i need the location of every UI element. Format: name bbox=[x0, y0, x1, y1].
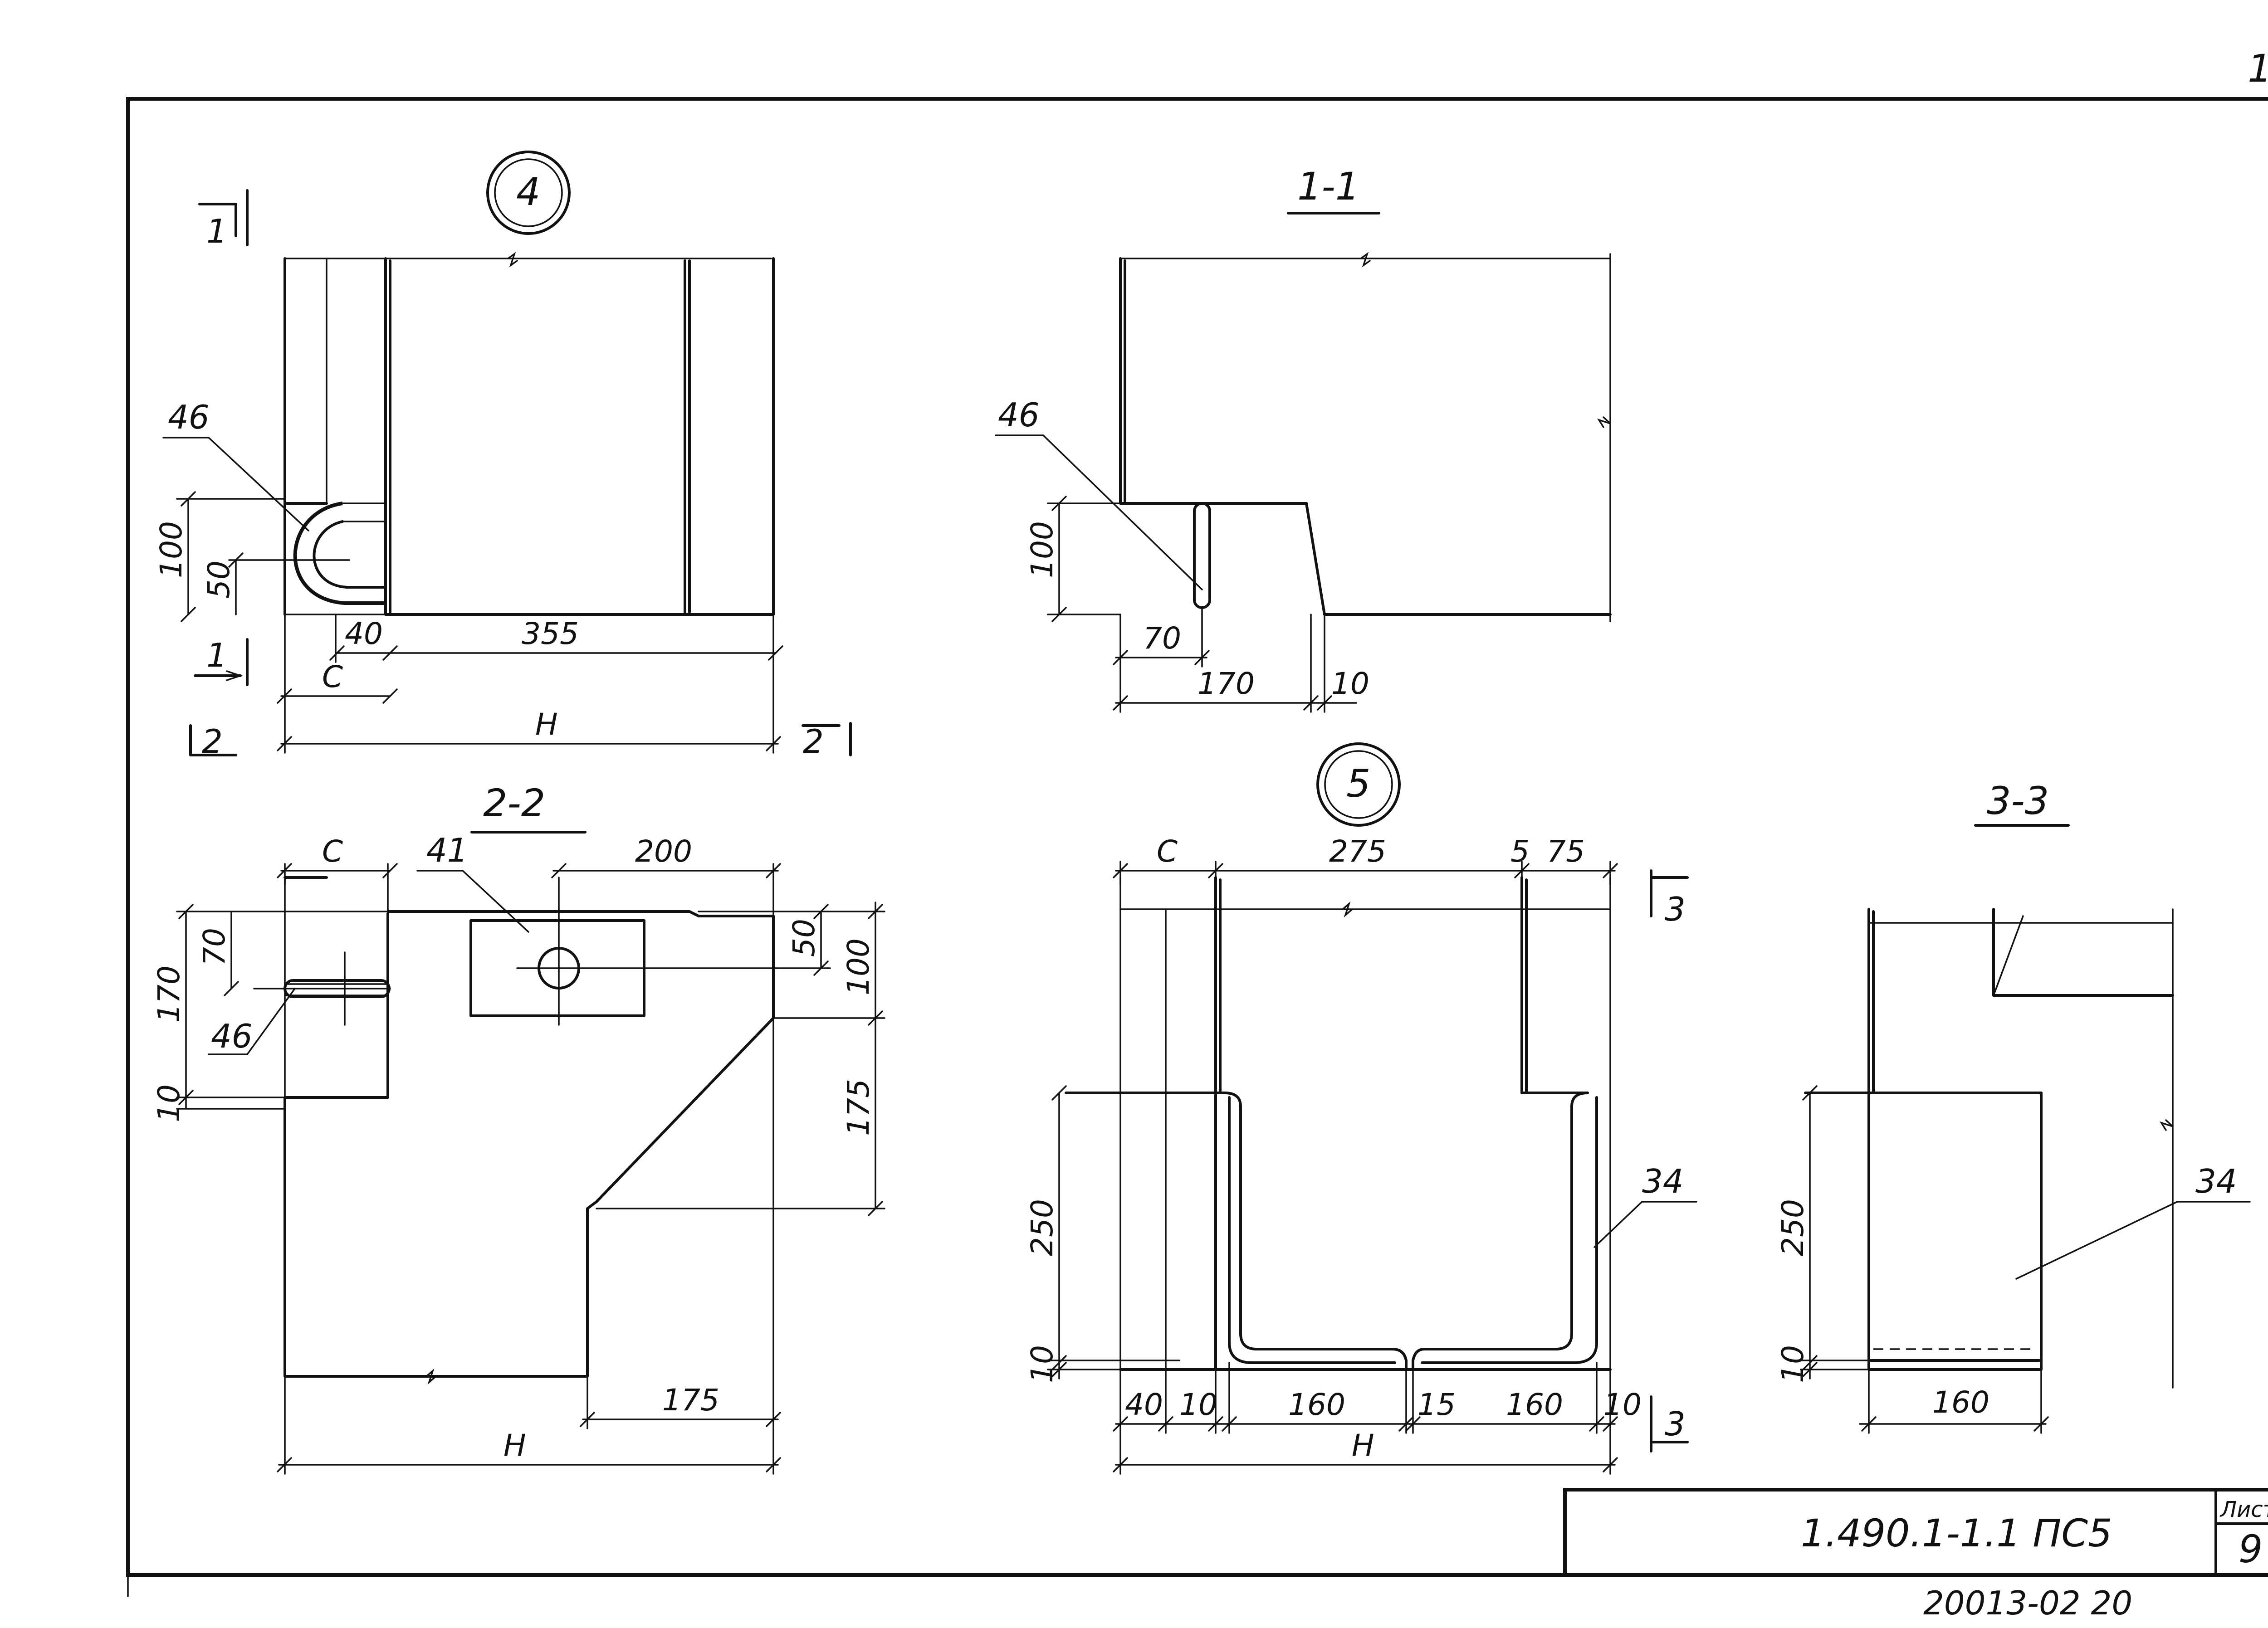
cut-mark-top: 1 bbox=[206, 212, 227, 250]
section-mark-3-top: 3 bbox=[1665, 890, 1686, 928]
node-5-dim-160-left: 160 bbox=[1288, 1387, 1345, 1422]
section-3-3-dim-10: 10 bbox=[1775, 1345, 1810, 1383]
section-1-1: 1-1 46 100 70 170 bbox=[995, 164, 1612, 713]
section-2-2-part-46: 46 bbox=[211, 1017, 253, 1055]
section-2-2-dim-70: 70 bbox=[197, 928, 232, 966]
section-1-1-dim-170: 170 bbox=[1198, 666, 1255, 701]
node-4-dim-40: 40 bbox=[345, 616, 383, 651]
drawing-frame bbox=[126, 97, 2268, 1597]
sheet-number: 9 bbox=[2239, 1527, 2263, 1571]
section-mark-2-left: 2 bbox=[202, 722, 223, 760]
node-5-dim-10-vertical: 10 bbox=[1025, 1345, 1060, 1383]
section-2-2-dim-175-vertical: 175 bbox=[841, 1079, 876, 1136]
title-block: 1.490.1-1.1 ПС5 Лист 9 bbox=[1563, 1488, 2268, 1577]
node-5-dim-275: 275 bbox=[1329, 834, 1386, 869]
section-2-2-dim-170: 170 bbox=[152, 965, 186, 1023]
node-5-dim-h: Н bbox=[1352, 1428, 1374, 1463]
node-5-dim-c: С bbox=[1157, 834, 1178, 869]
node-4-dim-355: 355 bbox=[522, 616, 579, 651]
node-5-part-34: 34 bbox=[1642, 1162, 1684, 1200]
node-5-dim-250: 250 bbox=[1025, 1199, 1060, 1256]
archive-number: 20013-02 20 bbox=[1923, 1584, 2132, 1622]
section-3-3-dim-250: 250 bbox=[1775, 1199, 1810, 1256]
section-2-2-dim-100: 100 bbox=[841, 938, 876, 995]
section-mark-1: 1 bbox=[206, 636, 227, 674]
document-code: 1.490.1-1.1 ПС5 bbox=[1801, 1511, 2112, 1555]
section-2-2-dim-175-horizontal: 175 bbox=[662, 1383, 719, 1418]
node-5-dim-10-right: 10 bbox=[1603, 1387, 1642, 1422]
node-4-dim-c: С bbox=[322, 659, 343, 694]
node-5-dim-160-right: 160 bbox=[1506, 1387, 1563, 1422]
section-1-1-title: 1-1 bbox=[1297, 164, 1359, 209]
node-5-view: 5 34 3 3 С bbox=[1025, 742, 1697, 1475]
section-3-3-dim-160: 160 bbox=[1932, 1385, 1989, 1420]
node-4-part-46: 46 bbox=[168, 398, 210, 436]
corner-sheet-number: 19 bbox=[2248, 46, 2268, 91]
section-2-2-title: 2-2 bbox=[483, 781, 545, 825]
node-4-view: 4 1 46 100 50 bbox=[154, 151, 852, 760]
node-4-marker: 4 bbox=[516, 170, 540, 214]
section-2-2-dim-50: 50 bbox=[787, 919, 821, 957]
node-5-dim-75: 75 bbox=[1547, 834, 1585, 869]
node-5-dim-40: 40 bbox=[1125, 1387, 1163, 1422]
node-5-dim-15: 15 bbox=[1418, 1387, 1456, 1422]
section-1-1-dim-10: 10 bbox=[1331, 666, 1369, 701]
section-3-3-title: 3-3 bbox=[1987, 779, 2049, 823]
section-3-3: 3-3 34 250 10 160 bbox=[1775, 779, 2251, 1434]
section-2-2-part-41: 41 bbox=[426, 831, 468, 869]
node-4-dim-h: Н bbox=[535, 707, 558, 742]
node-4-dim-50: 50 bbox=[201, 561, 236, 599]
node-5-marker: 5 bbox=[1346, 761, 1370, 806]
section-1-1-dim-70: 70 bbox=[1143, 621, 1181, 656]
node-4-dim-100: 100 bbox=[154, 521, 189, 578]
section-2-2-dim-c: С bbox=[322, 834, 343, 869]
section-2-2: 2-2 46 41 С 200 bbox=[152, 781, 885, 1475]
section-2-2-dim-10: 10 bbox=[152, 1084, 186, 1122]
section-2-2-dim-200: 200 bbox=[635, 834, 692, 869]
section-1-1-dim-100: 100 bbox=[1025, 521, 1060, 578]
section-2-2-dim-h: Н bbox=[503, 1428, 526, 1463]
sheet-label: Лист bbox=[2219, 1497, 2268, 1522]
section-3-3-part-34: 34 bbox=[2195, 1162, 2237, 1200]
section-1-1-part-46: 46 bbox=[998, 396, 1040, 434]
node-5-dim-10: 10 bbox=[1179, 1387, 1217, 1422]
section-mark-2-right: 2 bbox=[803, 722, 824, 760]
node-5-dim-5: 5 bbox=[1510, 834, 1530, 869]
section-mark-3-bottom: 3 bbox=[1665, 1405, 1686, 1443]
